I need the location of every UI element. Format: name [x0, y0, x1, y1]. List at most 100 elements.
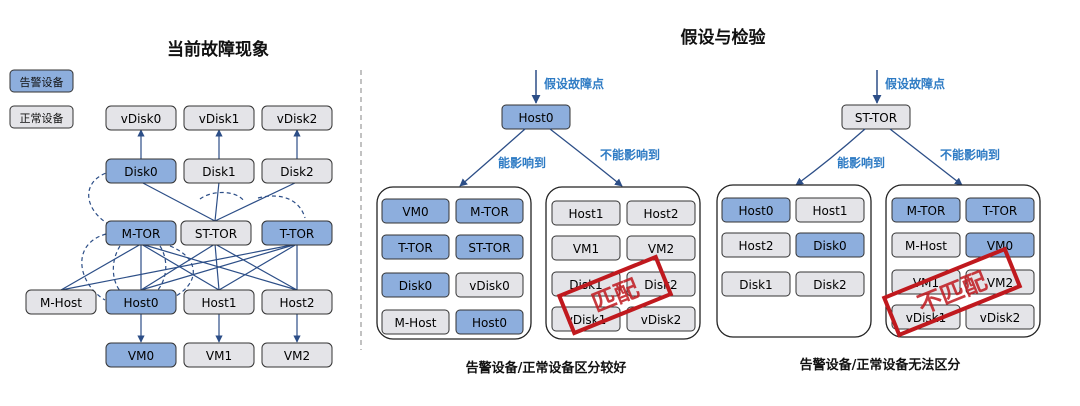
node-label: vDisk2 [277, 112, 318, 126]
scenario2-affected-group [716, 184, 872, 338]
s2-affected-4: Disk1 [721, 271, 791, 297]
node-label: Disk1 [739, 278, 772, 292]
node-label: VM2 [987, 276, 1013, 290]
node-label: M-Host [394, 316, 436, 330]
node-label: vDisk1 [199, 112, 240, 126]
node-label: M-TOR [122, 227, 161, 241]
left-title: 当前故障现象 [167, 39, 269, 60]
node-label: vDisk2 [641, 313, 682, 327]
left-node-disk2: Disk2 [261, 158, 333, 184]
node-label: VM1 [573, 242, 599, 256]
node-label: T-TOR [279, 227, 315, 241]
s1-unaffected-3: VM2 [626, 235, 696, 261]
scenario1-unaffected-label: 不能影响到 [600, 147, 660, 162]
scenario1-root-label: Host0 [519, 111, 554, 125]
node-label: M-Host [40, 296, 82, 310]
s1-affected-6: M-Host [381, 309, 450, 335]
node-label: Host1 [813, 204, 848, 218]
left-node-vdisk0: vDisk0 [105, 105, 177, 131]
node-label: VM0 [128, 349, 154, 363]
scenario1-fault-label: 假设故障点 [544, 76, 604, 91]
left-node-host2: Host2 [261, 289, 333, 315]
node-label: Host1 [569, 207, 604, 221]
node-label: vDisk0 [469, 279, 510, 293]
left-node-host1: Host1 [183, 289, 255, 315]
left-connections [60, 129, 301, 343]
left-node-ttor: T-TOR [261, 220, 333, 246]
node-label: ST-TOR [468, 241, 510, 255]
s1-unaffected-0: Host1 [551, 200, 621, 226]
left-node-vdisk2: vDisk2 [261, 105, 333, 131]
node-label: Host1 [202, 296, 237, 310]
scenario2-unaffected-group [885, 184, 1041, 338]
s1-affected-7: Host0 [455, 309, 524, 335]
node-label: Host0 [739, 204, 774, 218]
node-label: Disk2 [644, 278, 677, 292]
left-dashed-links [81, 170, 306, 301]
node-label: Disk2 [813, 278, 846, 292]
node-label: VM2 [284, 349, 310, 363]
node-label: Host2 [644, 207, 679, 221]
scenario1-root-box [501, 104, 571, 130]
s2-unaffected-3: VM0 [965, 232, 1035, 258]
scenario2-root-label: ST-TOR [855, 111, 897, 125]
legend-normal-label: 正常设备 [20, 111, 64, 125]
node-label: vDisk0 [121, 112, 162, 126]
left-node-host0: Host0 [105, 289, 177, 315]
node-label: VM2 [648, 242, 674, 256]
s1-affected-2: T-TOR [381, 234, 450, 260]
node-label: vDisk2 [980, 311, 1021, 325]
s2-unaffected-1: T-TOR [965, 197, 1035, 223]
s1-affected-5: vDisk0 [455, 272, 524, 298]
s2-affected-1: Host1 [795, 197, 865, 223]
s1-unaffected-7: vDisk2 [626, 306, 696, 332]
scenario2: 假设故障点 ST-TOR 能影响到 不能影响到 Host0 Host1 Host… [716, 70, 1041, 373]
s2-unaffected-2: M-Host [891, 232, 961, 258]
node-label: VM1 [206, 349, 232, 363]
s1-unaffected-1: Host2 [626, 200, 696, 226]
s2-unaffected-0: M-TOR [891, 197, 961, 223]
node-label: M-TOR [470, 205, 509, 219]
s2-affected-0: Host0 [721, 197, 791, 223]
s2-unaffected-7: vDisk2 [965, 304, 1035, 330]
s1-affected-1: M-TOR [455, 198, 524, 224]
node-label: ST-TOR [195, 227, 237, 241]
scenario1-affected-group [376, 186, 532, 340]
scenario2-affected-label: 能影响到 [837, 155, 885, 170]
scenario2-unaffected-label: 不能影响到 [940, 147, 1000, 162]
node-label: M-TOR [907, 204, 946, 218]
node-label: Host2 [280, 296, 315, 310]
left-node-vm2: VM2 [261, 342, 333, 368]
legend-alarm-label: 告警设备 [20, 75, 64, 89]
s1-affected-3: ST-TOR [455, 234, 524, 260]
s2-affected-2: Host2 [721, 232, 791, 258]
node-label: T-TOR [397, 241, 433, 255]
right-title: 假设与检验 [681, 27, 767, 48]
left-node-disk0: Disk0 [105, 158, 177, 184]
left-node-vm0: VM0 [105, 342, 177, 368]
node-label: T-TOR [982, 204, 1018, 218]
scenario2-fault-label: 假设故障点 [885, 76, 945, 91]
node-label: Host2 [739, 239, 774, 253]
s1-unaffected-2: VM1 [551, 235, 621, 261]
left-node-vm1: VM1 [183, 342, 255, 368]
scenario1-caption: 告警设备/正常设备区分较好 [466, 360, 627, 376]
s2-affected-3: Disk0 [795, 232, 865, 258]
s1-affected-4: Disk0 [381, 272, 450, 298]
legend-alarm: 告警设备 [9, 69, 74, 93]
node-label: Disk2 [280, 165, 313, 179]
left-node-mtor: M-TOR [105, 220, 177, 246]
scenario2-caption: 告警设备/正常设备无法区分 [800, 357, 961, 373]
scenario1-stamp: 匹配 [556, 254, 674, 336]
node-label: Disk0 [124, 165, 157, 179]
node-label: VM0 [402, 205, 428, 219]
node-label: Host0 [472, 316, 507, 330]
left-node-disk1: Disk1 [183, 158, 255, 184]
node-label: M-Host [905, 239, 947, 253]
scenario1-affected-label: 能影响到 [498, 155, 546, 170]
node-label: Host0 [124, 296, 159, 310]
left-node-sttor: ST-TOR [180, 220, 252, 246]
legend-normal: 正常设备 [9, 105, 74, 129]
scenario1: 假设故障点 Host0 能影响到 不能影响到 VM0 M-TOR T-TOR S… [376, 70, 701, 376]
